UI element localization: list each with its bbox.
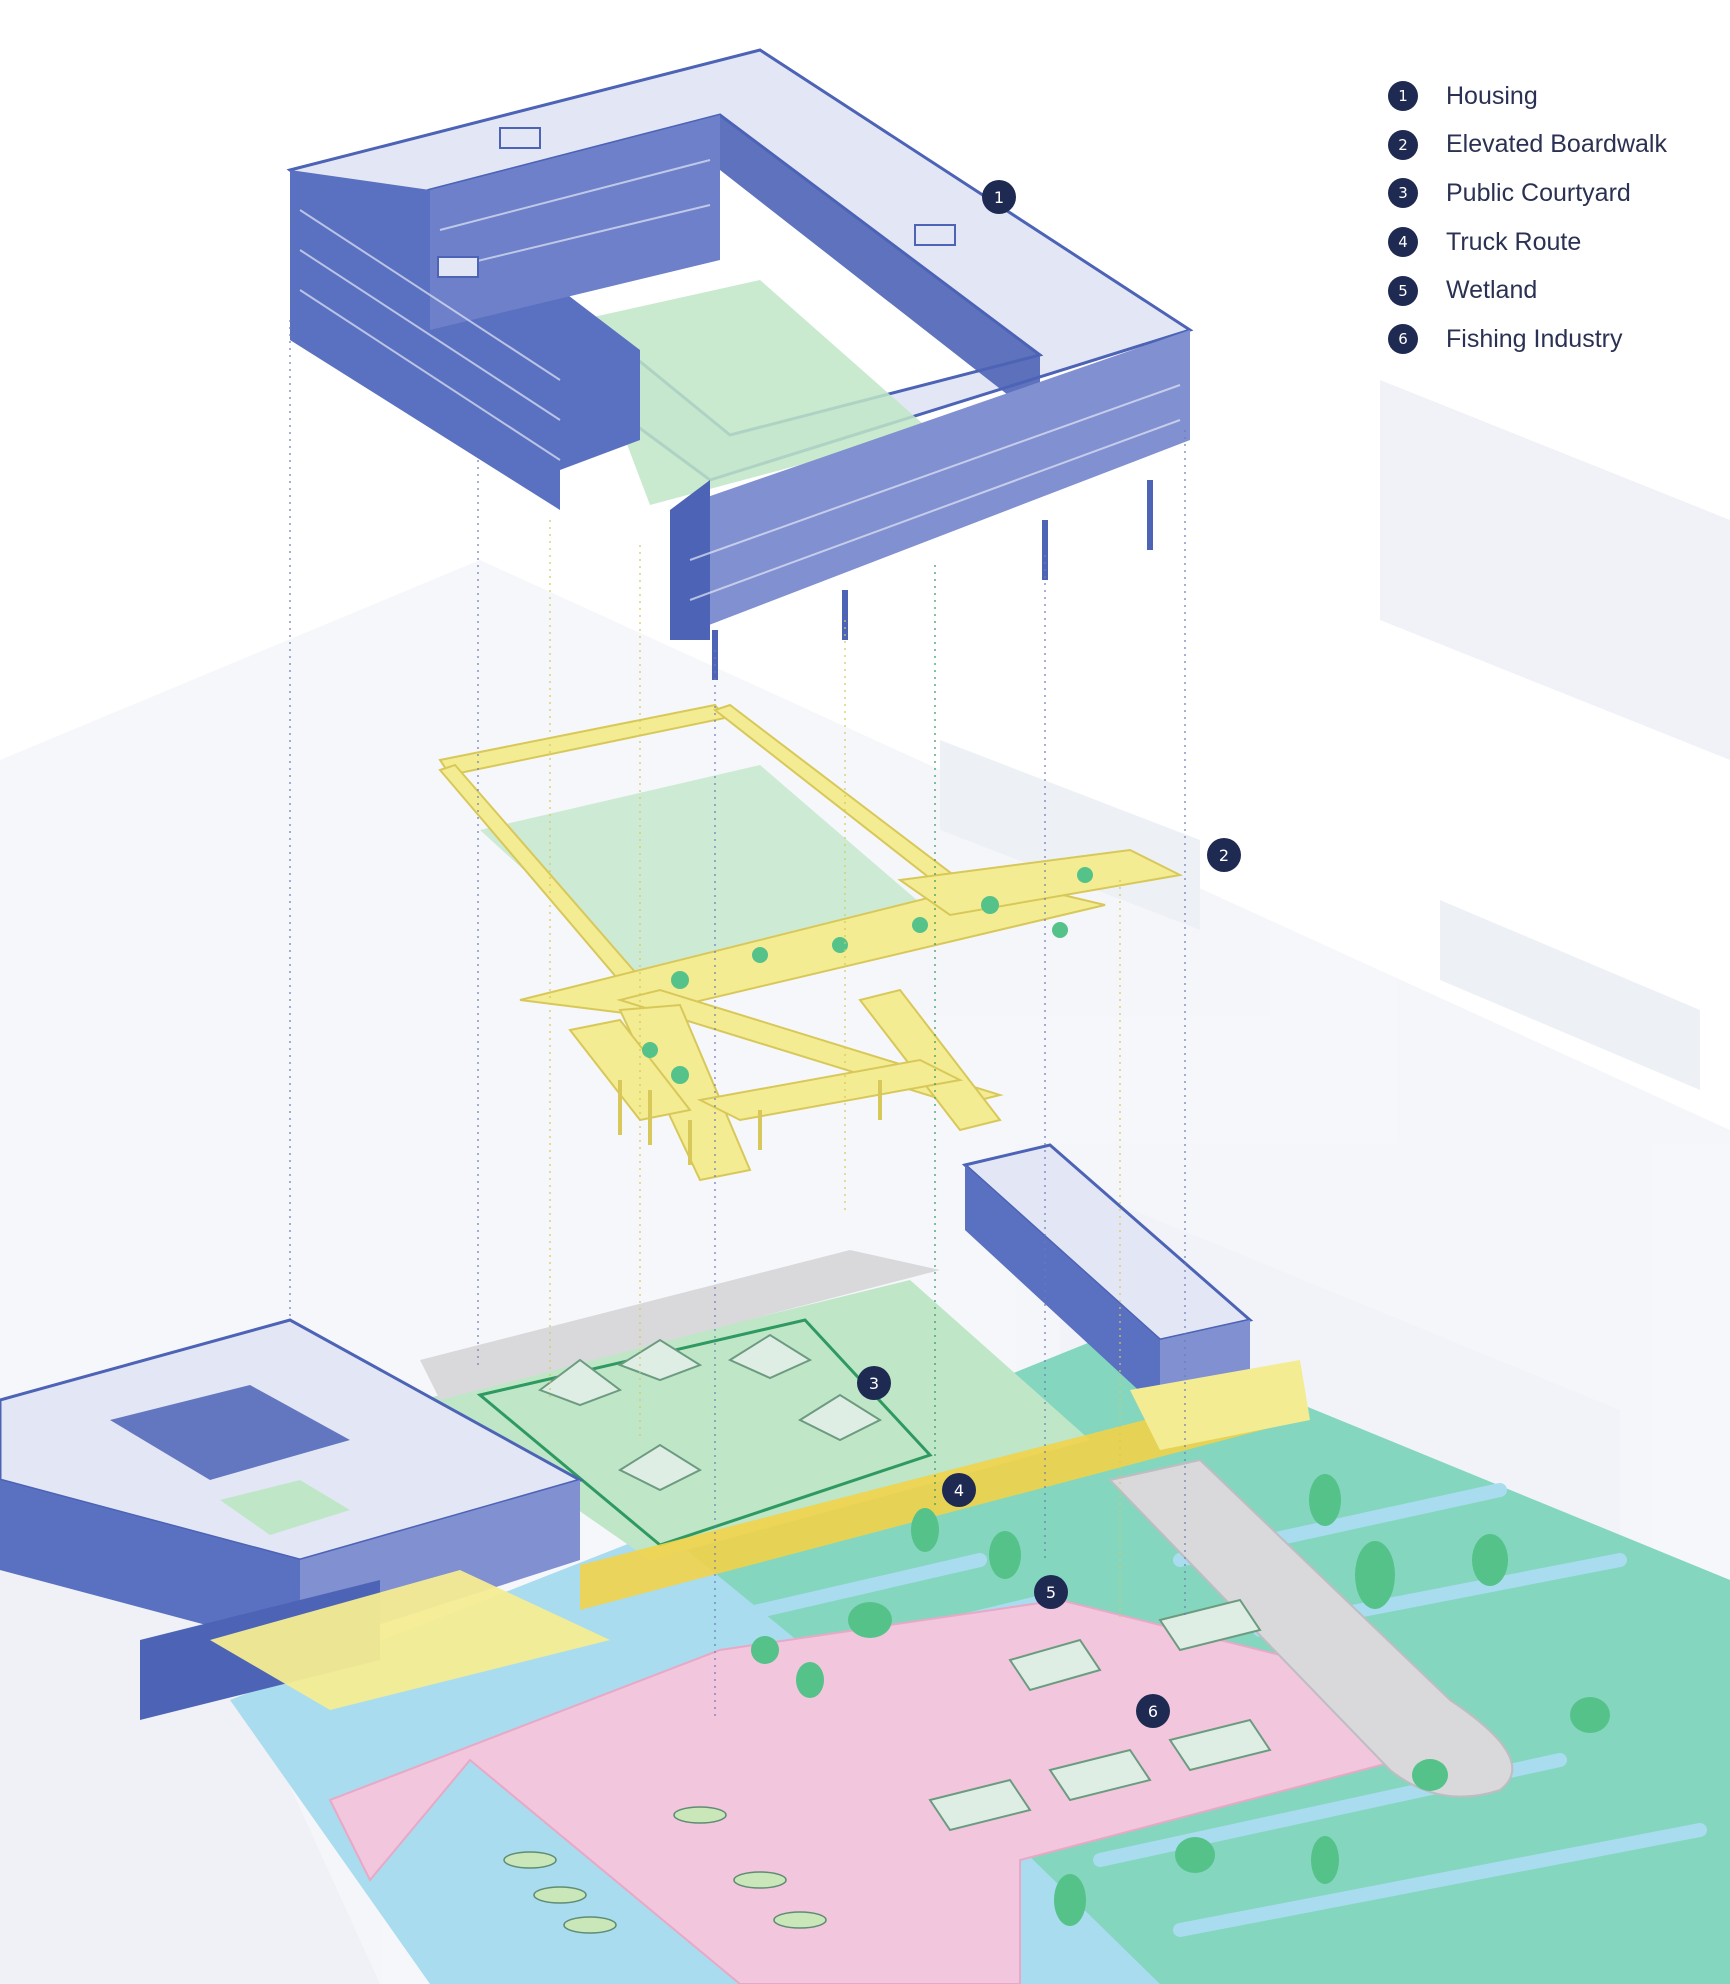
marker-truck-route: 4 <box>942 1473 976 1507</box>
legend-label: Fishing Industry <box>1446 325 1622 354</box>
legend-item-fishing: 6 Fishing Industry <box>1388 315 1718 364</box>
legend-item-boardwalk: 2 Elevated Boardwalk <box>1388 121 1718 170</box>
marker-courtyard: 3 <box>857 1366 891 1400</box>
legend-label: Housing <box>1446 82 1538 111</box>
legend-number: 5 <box>1388 276 1418 306</box>
marker-fishing: 6 <box>1136 1694 1170 1728</box>
legend-item-housing: 1 Housing <box>1388 72 1718 121</box>
legend-number: 6 <box>1388 324 1418 354</box>
legend-label: Truck Route <box>1446 228 1581 257</box>
marker-housing: 1 <box>982 180 1016 214</box>
legend-label: Public Courtyard <box>1446 179 1631 208</box>
legend-number: 2 <box>1388 130 1418 160</box>
legend-item-truck-route: 4 Truck Route <box>1388 218 1718 267</box>
legend-item-courtyard: 3 Public Courtyard <box>1388 169 1718 218</box>
legend-label: Wetland <box>1446 276 1537 305</box>
legend-number: 3 <box>1388 178 1418 208</box>
legend-item-wetland: 5 Wetland <box>1388 266 1718 315</box>
marker-boardwalk: 2 <box>1207 838 1241 872</box>
marker-wetland: 5 <box>1034 1575 1068 1609</box>
legend-number: 1 <box>1388 81 1418 111</box>
legend-number: 4 <box>1388 227 1418 257</box>
legend: 1 Housing 2 Elevated Boardwalk 3 Public … <box>1388 72 1718 364</box>
legend-label: Elevated Boardwalk <box>1446 130 1667 159</box>
